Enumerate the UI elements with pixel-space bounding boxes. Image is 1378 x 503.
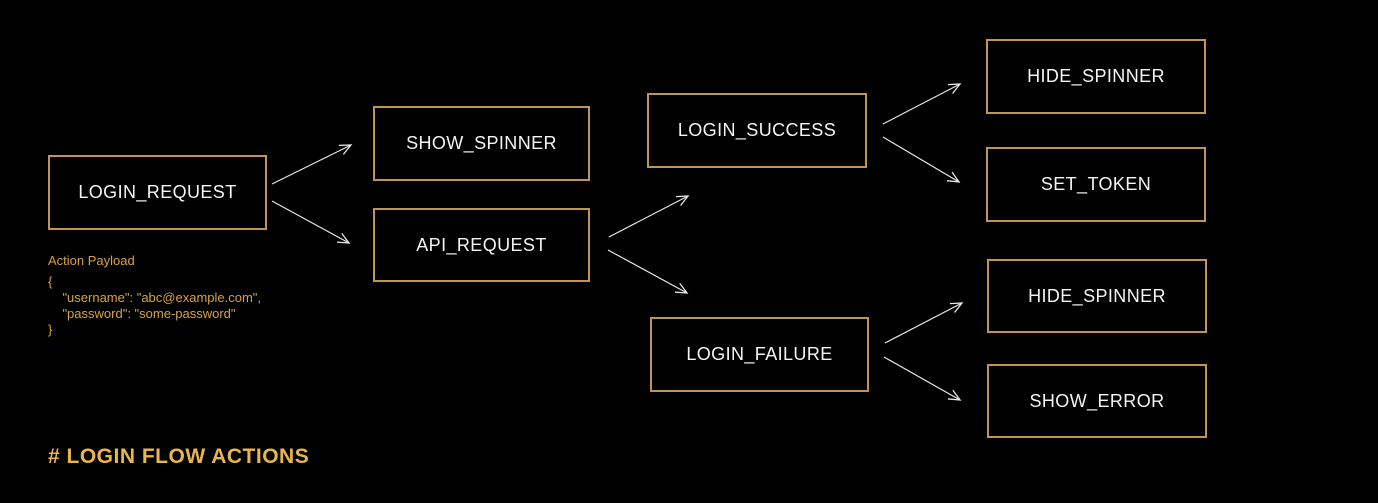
edge-login-success-to-hide-spinner — [882, 83, 962, 125]
node-api-request-label: API_REQUEST — [416, 234, 547, 255]
node-hide-spinner-success-label: HIDE_SPINNER — [1027, 66, 1165, 86]
action-payload-line: } — [48, 322, 53, 337]
node-show-spinner-label: SHOW_SPINNER — [406, 133, 557, 153]
node-set-token-label: SET_TOKEN — [1040, 174, 1152, 194]
node-login-success[interactable]: LOGIN_SUCCESS — [647, 93, 867, 168]
node-login-failure-label: LOGIN_FAILURE — [686, 344, 833, 364]
node-login-success-label: LOGIN_SUCCESS — [677, 120, 837, 140]
action-payload-line: { — [48, 274, 53, 289]
node-hide-spinner-failure-label: HIDE_SPINNER — [1028, 285, 1166, 306]
action-payload-line: "username": "abc@example.com", — [48, 290, 262, 305]
edge-login-success-to-set-token — [882, 136, 961, 183]
diagram-title: # LOGIN FLOW ACTIONS — [48, 445, 310, 468]
node-hide-spinner-failure[interactable]: HIDE_SPINNER — [987, 259, 1207, 333]
action-payload-line: "password": "some-password" — [48, 306, 236, 321]
action-payload-note: Action Payload { "username": "abc@exampl… — [48, 253, 261, 338]
edge-login-failure-to-show-error — [883, 356, 962, 401]
edge-login-failure-to-hide-spinner — [884, 302, 964, 344]
node-hide-spinner-success[interactable]: HIDE_SPINNER — [986, 39, 1206, 114]
node-login-request-label: LOGIN_REQUEST — [78, 182, 237, 202]
node-api-request[interactable]: API_REQUEST — [373, 208, 590, 282]
node-login-request[interactable]: LOGIN_REQUEST — [48, 155, 267, 230]
node-show-error-label: SHOW_ERROR — [1029, 390, 1165, 411]
node-login-failure[interactable]: LOGIN_FAILURE — [650, 317, 869, 392]
node-show-error[interactable]: SHOW_ERROR — [987, 364, 1207, 438]
node-show-spinner[interactable]: SHOW_SPINNER — [373, 106, 590, 181]
edge-login-request-to-api-request — [271, 200, 351, 244]
edge-api-request-to-login-failure — [607, 249, 689, 294]
action-payload-heading: Action Payload — [48, 253, 135, 268]
edge-login-request-to-show-spinner — [271, 144, 353, 185]
edge-api-request-to-login-success — [608, 195, 690, 238]
node-set-token[interactable]: SET_TOKEN — [986, 147, 1206, 222]
